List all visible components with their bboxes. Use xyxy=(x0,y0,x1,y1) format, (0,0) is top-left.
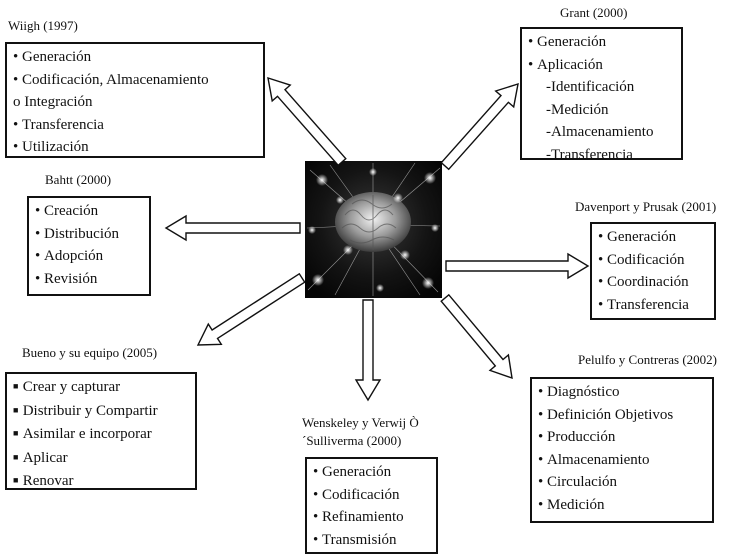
grant-item: Aplicación xyxy=(528,54,675,77)
arrow-to-pelulfo xyxy=(440,293,513,380)
bahtt-title: Bahtt (2000) xyxy=(45,172,112,187)
wenskeley-title: Wenskeley y Verwij Ò xyxy=(302,415,419,430)
pelulfo-item: Medición xyxy=(538,494,706,517)
grant-subitem: -Almacenamiento xyxy=(546,124,654,140)
grant-title: Grant (2000) xyxy=(560,5,628,20)
bahtt-item: Distribución xyxy=(35,223,143,246)
arrow-to-wiigh xyxy=(267,76,347,167)
pelulfo-title: Pelulfo y Contreras (2002) xyxy=(578,352,718,367)
pelulfo-item: Producción xyxy=(538,426,706,449)
grant-item: Generación xyxy=(528,31,675,54)
wiigh-box: Generación Codificación, Almacenamiento … xyxy=(5,42,265,158)
davenport-item: Codificación xyxy=(598,249,708,272)
davenport-item: Transferencia xyxy=(598,294,708,317)
wenskeley-item: Transmisión xyxy=(313,529,430,552)
pelulfo-box: Diagnóstico Definición Objetivos Producc… xyxy=(530,377,714,523)
pelulfo-item: Almacenamiento xyxy=(538,449,706,472)
grant-box: Generación Aplicación -Identificación -M… xyxy=(520,27,683,163)
bueno-item: Crear y capturar xyxy=(13,376,189,400)
bueno-item: Asimilar e incorporar xyxy=(13,423,189,447)
wenskeley-item: Refinamiento xyxy=(313,506,430,529)
wiigh-item: Utilización xyxy=(13,136,257,159)
arrow-to-grant xyxy=(440,82,519,171)
bueno-item: Aplicar xyxy=(13,447,189,471)
wenskeley-item: Generación xyxy=(313,461,430,484)
arrow-to-bueno xyxy=(196,272,306,346)
arrow-to-davenport xyxy=(445,252,590,280)
pelulfo-item: Circulación xyxy=(538,471,706,494)
davenport-title: Davenport y Prusak (2001) xyxy=(575,199,717,214)
bueno-item: Renovar xyxy=(13,470,189,494)
bahtt-item: Adopción xyxy=(35,245,143,268)
bueno-item: Distribuir y Compartir xyxy=(13,400,189,424)
arrow-to-wenskeley xyxy=(354,299,382,402)
wiigh-title: Wiigh (1997) xyxy=(8,18,78,33)
grant-subitem: -Transferencia xyxy=(546,146,633,163)
bahtt-item: Creación xyxy=(35,200,143,223)
pelulfo-item: Definición Objetivos xyxy=(538,404,706,427)
wenskeley-item: Codificación xyxy=(313,484,430,507)
bahtt-box: Creación Distribución Adopción Revisión xyxy=(27,196,151,296)
wenskeley-title-line2: ´Sulliverma (2000) xyxy=(302,433,402,448)
wiigh-item-continuation: o Integración xyxy=(13,94,93,110)
wenskeley-box: Generación Codificación Refinamiento Tra… xyxy=(305,457,438,554)
grant-subitem: -Medición xyxy=(546,101,609,118)
grant-subitem: -Identificación xyxy=(546,79,635,95)
pelulfo-item: Diagnóstico xyxy=(538,381,706,404)
bueno-box: Crear y capturar Distribuir y Compartir … xyxy=(5,372,197,490)
wiigh-item: Codificación, Almacenamiento xyxy=(13,69,257,92)
bahtt-item: Revisión xyxy=(35,268,143,291)
wiigh-item: Transferencia xyxy=(13,114,257,137)
bueno-title: Bueno y su equipo (2005) xyxy=(22,345,158,360)
davenport-item: Generación xyxy=(598,226,708,249)
arrow-to-bahtt xyxy=(164,214,301,242)
davenport-box: Generación Codificación Coordinación Tra… xyxy=(590,222,716,320)
wiigh-item: Generación xyxy=(13,46,257,69)
davenport-item: Coordinación xyxy=(598,271,708,294)
